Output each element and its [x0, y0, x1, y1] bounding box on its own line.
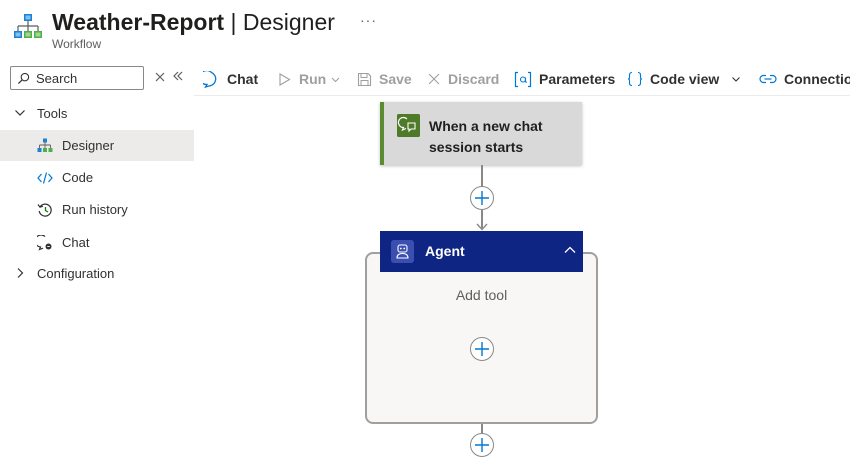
workflow-name: Weather-Report: [52, 9, 225, 35]
run-button-label: Run: [299, 71, 327, 87]
code-view-button[interactable]: Code view: [627, 62, 719, 96]
sidebar-item-chat[interactable]: Chat: [0, 227, 194, 258]
page-subtitle: Workflow: [52, 37, 102, 51]
connector-line: [481, 165, 483, 187]
add-action-button[interactable]: [470, 433, 494, 457]
command-bar: Chat Run Save Discard: [194, 62, 850, 96]
chevron-right-icon: [17, 268, 24, 278]
add-tool-label: Add tool: [455, 287, 508, 303]
chevron-down-icon: [732, 77, 740, 82]
search-box[interactable]: [10, 66, 144, 90]
workflow-app-icon: [14, 14, 42, 38]
trigger-title: When a new chat session starts: [429, 118, 543, 155]
close-icon: [428, 73, 440, 85]
chat-button[interactable]: Chat: [203, 62, 258, 96]
chat-bubble-icon: [203, 70, 217, 88]
play-icon: [279, 72, 291, 86]
nav-group-label: Tools: [37, 105, 68, 121]
link-icon: [759, 74, 777, 84]
agent-label: Agent: [425, 243, 465, 259]
chat-icon: [37, 234, 52, 251]
parameters-icon: [514, 71, 532, 87]
run-button[interactable]: Run: [277, 62, 347, 96]
sidebar: Tools Designer Code: [0, 58, 194, 460]
sidebar-item-run-history[interactable]: Run history: [0, 194, 194, 225]
parameters-button[interactable]: Parameters: [514, 62, 615, 96]
chat-button-label: Chat: [227, 71, 259, 87]
trigger-card[interactable]: When a new chat session starts: [380, 102, 582, 165]
designer-icon: [37, 138, 53, 152]
chevron-down-icon: [331, 77, 340, 82]
connector-line: [481, 424, 483, 433]
sidebar-item-label: Chat: [62, 235, 90, 250]
arrow-down-icon: [476, 223, 488, 231]
search-input[interactable]: [36, 70, 136, 86]
connections-button[interactable]: Connectio: [759, 62, 850, 96]
sidebar-item-label: Run history: [62, 202, 128, 217]
parameters-button-label: Parameters: [539, 71, 616, 87]
discard-button[interactable]: Discard: [427, 62, 499, 96]
code-icon: [37, 171, 53, 184]
chevron-up-icon[interactable]: [563, 243, 577, 257]
nav-group-configuration[interactable]: Configuration: [0, 259, 194, 287]
save-button-label: Save: [379, 71, 412, 87]
sidebar-item-label: Code: [62, 170, 94, 185]
plus-icon: [475, 342, 489, 356]
save-icon: [357, 72, 372, 86]
title-separator: |: [230, 9, 237, 35]
code-view-dropdown[interactable]: [731, 62, 748, 96]
add-tool-button[interactable]: [470, 337, 494, 361]
sidebar-item-designer[interactable]: Designer: [0, 130, 194, 161]
agent-action-header[interactable]: Agent: [380, 231, 583, 272]
discard-button-label: Discard: [448, 71, 500, 87]
nav-group-tools[interactable]: Tools: [0, 99, 194, 127]
save-button[interactable]: Save: [357, 62, 412, 96]
sidebar-item-code[interactable]: Code: [0, 162, 194, 193]
add-action-button[interactable]: [470, 186, 494, 210]
title-block: Weather-Report | Designer Workflow: [52, 8, 335, 51]
chevron-down-icon: [15, 110, 25, 116]
designer-canvas[interactable]: When a new chat session starts Agent: [194, 97, 850, 460]
collapse-sidebar-icon[interactable]: [172, 70, 184, 82]
more-actions-button[interactable]: ···: [360, 12, 377, 28]
page-title: Weather-Report | Designer: [52, 8, 335, 36]
plus-icon: [475, 191, 489, 205]
clear-search-icon[interactable]: [154, 71, 166, 83]
page-header: Weather-Report | Designer Workflow ···: [0, 0, 850, 58]
chat-trigger-icon: [397, 114, 420, 137]
connector-line: [481, 210, 483, 228]
view-name: Designer: [242, 9, 335, 35]
run-history-icon: [37, 203, 52, 217]
sidebar-item-label: Designer: [62, 138, 115, 153]
code-view-button-label: Code view: [650, 71, 720, 87]
plus-icon: [475, 438, 489, 452]
agent-bot-icon: [391, 240, 414, 263]
connections-button-label: Connectio: [784, 71, 850, 87]
nav-group-label: Configuration: [37, 265, 115, 281]
braces-icon: [627, 71, 643, 87]
search-icon: [17, 72, 30, 84]
